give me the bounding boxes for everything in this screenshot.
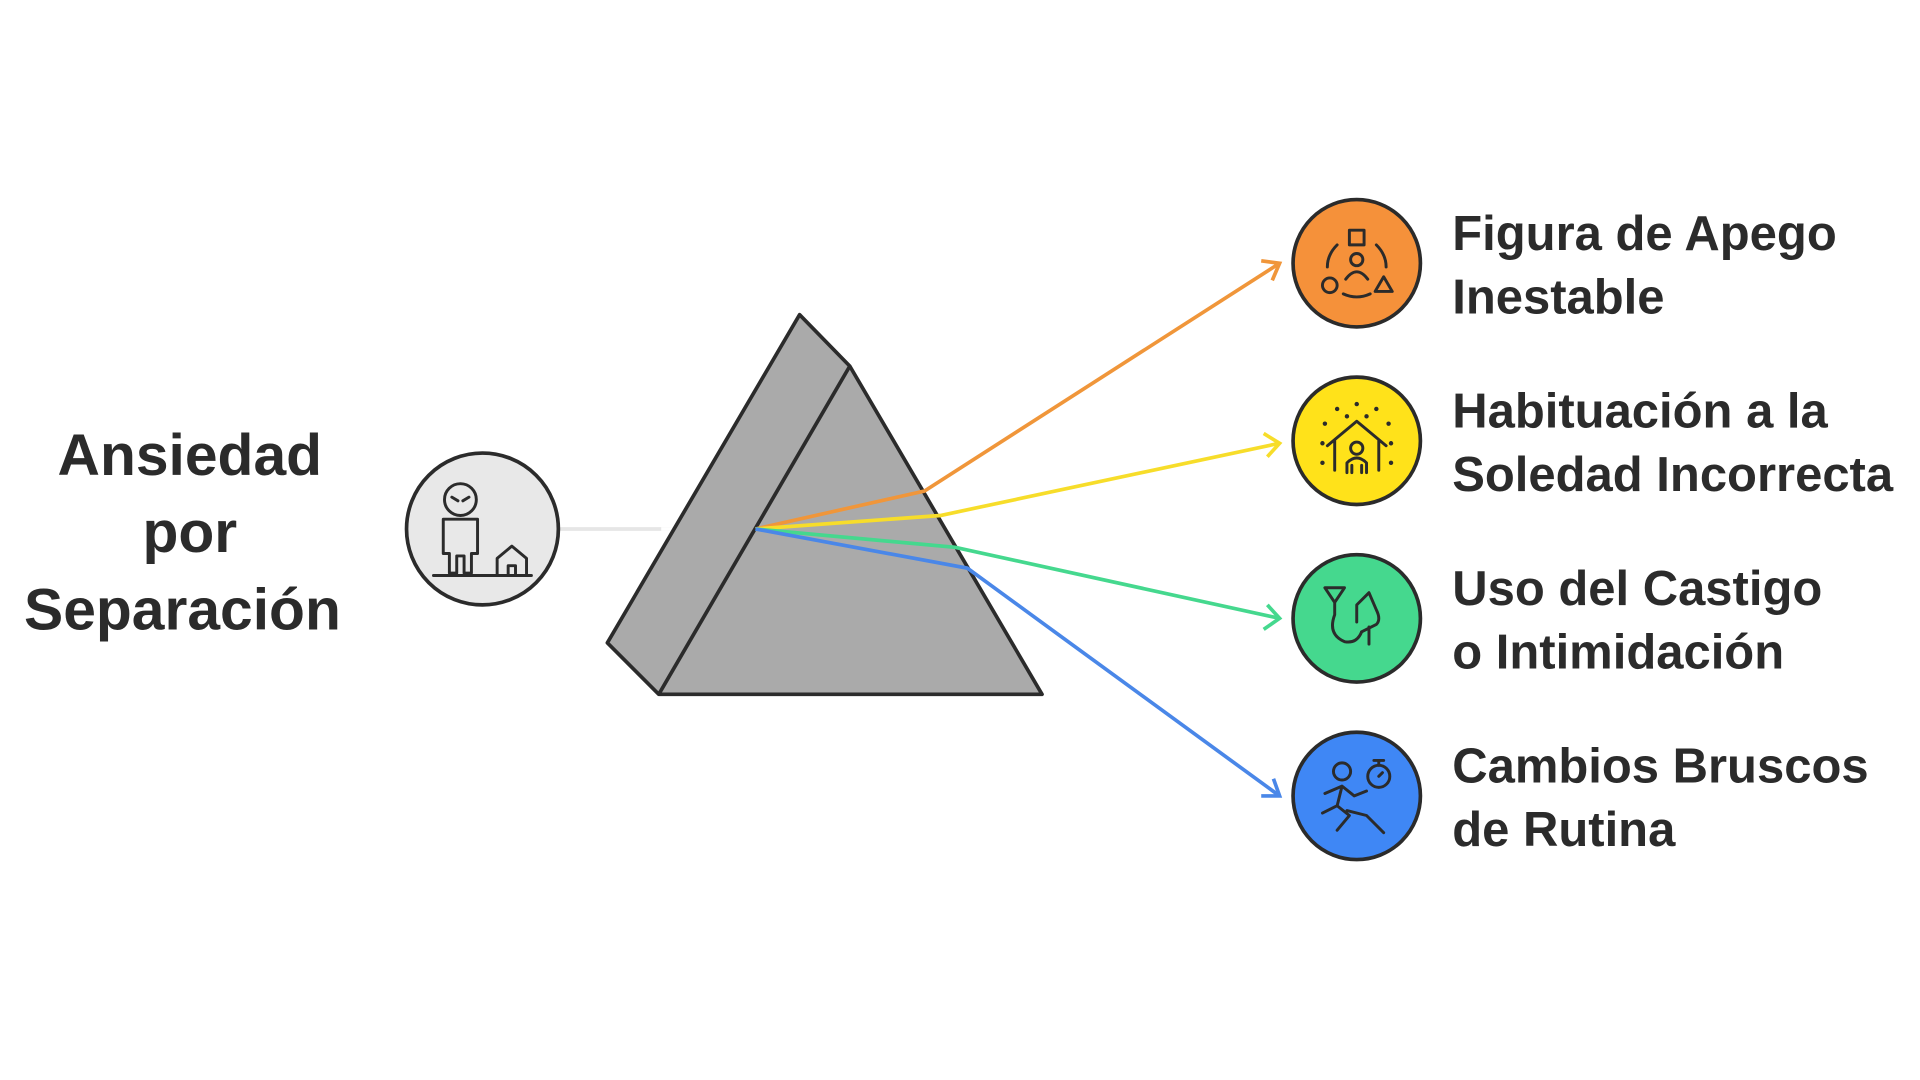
ray-blue	[755, 527, 1281, 798]
source-title: Ansiedad por Separación	[24, 423, 341, 642]
whistle-hand-icon	[1291, 552, 1423, 684]
running-stopwatch-icon	[1291, 730, 1423, 862]
cause-label-line: Soledad Incorrecta	[1452, 448, 1894, 502]
cause-label-line: Habituación a la	[1452, 384, 1828, 438]
cause-label-line: Figura de Apego	[1452, 207, 1837, 261]
cause-label-line: Uso del Castigo	[1452, 562, 1822, 616]
cause-label-line: Inestable	[1452, 270, 1664, 324]
cause-item: Cambios Bruscos de Rutina	[1291, 730, 1869, 862]
source-title-line: Ansiedad	[58, 423, 323, 488]
cause-item: Figura de Apego Inestable	[1291, 197, 1837, 329]
cause-item: Uso del Castigo o Intimidación	[1291, 552, 1822, 684]
cause-label-line: de Rutina	[1452, 803, 1676, 857]
prism	[605, 312, 1044, 697]
rays	[755, 258, 1283, 798]
source-title-line: Separación	[24, 577, 341, 642]
cause-item: Habituación a la Soledad Incorrecta	[1291, 375, 1894, 507]
people-shapes-icon	[1291, 197, 1423, 329]
cause-label-line: o Intimidación	[1452, 626, 1784, 680]
person-house-icon	[1291, 375, 1423, 507]
ray-yellow	[755, 441, 1280, 531]
ray-orange	[755, 261, 1281, 531]
source-title-line: por	[142, 500, 237, 565]
cause-label-line: Cambios Bruscos	[1452, 739, 1868, 793]
child-home-icon	[404, 451, 561, 607]
ray-green	[755, 527, 1280, 621]
